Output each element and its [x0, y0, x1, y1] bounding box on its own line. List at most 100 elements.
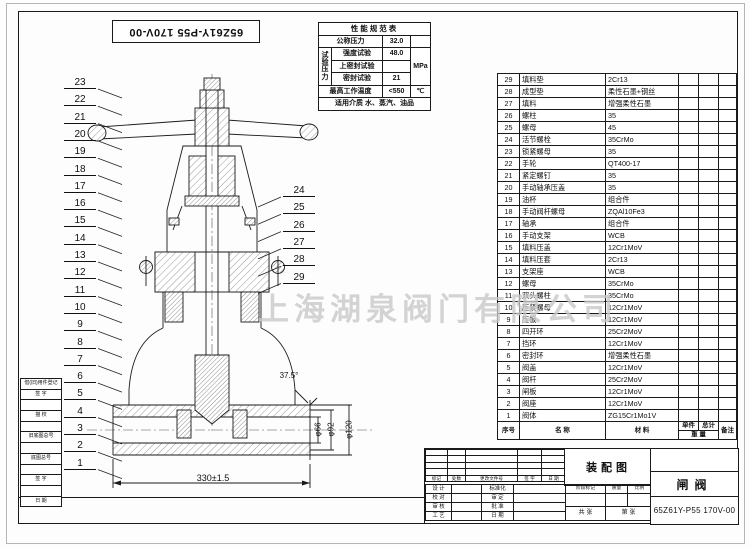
part-qty-total — [698, 385, 719, 398]
part-remark — [718, 337, 737, 350]
parts-header-total: 总计 — [698, 421, 719, 431]
part-name: 手轮 — [519, 157, 606, 170]
part-qty-total — [698, 145, 719, 158]
part-qty-total — [698, 253, 719, 266]
part-row: 4 阀杆 25Cr2MoV — [497, 373, 737, 386]
margin-registration-block: 借(旧)用件登记签 字描 校旧底图总号底图总号签 字日 期 — [20, 378, 62, 508]
part-qty-per — [678, 217, 699, 230]
part-remark — [718, 109, 737, 122]
part-qty-per — [678, 289, 699, 302]
parts-header-material: 材 料 — [605, 421, 679, 440]
part-balloon-24: 24 — [283, 186, 315, 197]
dim-dia-66: φ66 — [313, 422, 323, 437]
part-remark — [718, 265, 737, 278]
part-balloon-12: 12 — [64, 268, 96, 280]
part-remark — [718, 229, 737, 242]
part-no: 12 — [497, 277, 520, 290]
part-qty-per — [678, 193, 699, 206]
part-qty-total — [698, 169, 719, 182]
part-name: 手动阀杆螺母 — [519, 205, 606, 218]
sig-check: 校 对 — [425, 493, 452, 504]
spec-upper-seal-test-value — [382, 59, 411, 73]
part-row: 24 活节螺栓 35CrMo — [497, 133, 737, 146]
part-remark — [718, 97, 737, 110]
part-name: 轴承 — [519, 217, 606, 230]
part-material: 12Cr1MoV — [605, 397, 679, 410]
part-remark — [718, 181, 737, 194]
part-row: 14 填料压套 2Cr13 — [497, 253, 737, 266]
part-balloon-17: 17 — [64, 181, 96, 193]
part-row: 9 压板 12Cr1MoV — [497, 313, 737, 326]
part-material: 增强柔性石墨 — [605, 349, 679, 362]
part-no: 1 — [497, 409, 520, 422]
part-qty-total — [698, 193, 719, 206]
part-no: 14 — [497, 253, 520, 266]
part-remark — [718, 193, 737, 206]
part-balloon-3: 3 — [64, 424, 96, 435]
part-name: 填料压套 — [519, 253, 606, 266]
rev-header-sign: 签 字 — [517, 474, 542, 483]
part-remark — [718, 133, 737, 146]
dim-dia-92: φ92 — [326, 422, 336, 437]
part-qty-total — [698, 349, 719, 362]
part-no: 23 — [497, 145, 520, 158]
part-balloon-8: 8 — [64, 337, 96, 349]
part-qty-total — [698, 133, 719, 146]
part-qty-total — [698, 73, 719, 86]
part-no: 6 — [497, 349, 520, 362]
part-no: 9 — [497, 313, 520, 326]
part-qty-per — [678, 121, 699, 134]
part-qty-total — [698, 289, 719, 302]
product-name: 闸阀 — [650, 471, 739, 498]
title-block: 标记 处数 更改文件号 签 字 日 期 设 计标准化 校 对审 定 审 核批 准… — [424, 448, 739, 525]
part-material: 35 — [605, 181, 679, 194]
part-qty-total — [698, 277, 719, 290]
part-material: 35 — [605, 145, 679, 158]
part-row: 23 锁紧螺母 35 — [497, 145, 737, 158]
part-row: 3 闸板 12Cr1MoV — [497, 385, 737, 398]
part-balloon-9: 9 — [64, 320, 96, 332]
part-remark — [718, 385, 737, 398]
part-remark — [718, 289, 737, 302]
part-qty-per — [678, 337, 699, 350]
part-material: 柔性石墨+钢丝 — [605, 85, 679, 98]
part-row: 27 填料 增强柔性石墨 — [497, 97, 737, 110]
part-row: 25 螺母 45 — [497, 121, 737, 134]
part-name: 填料 — [519, 97, 606, 110]
stage-grid: 阶段标记 质量 比例 共 张 第 张 — [565, 484, 652, 521]
part-row: 17 轴承 组合件 — [497, 217, 737, 230]
part-qty-total — [698, 181, 719, 194]
part-name: 填料压盖 — [519, 241, 606, 254]
part-name: 手动轴承压盖 — [519, 181, 606, 194]
part-no: 22 — [497, 157, 520, 170]
part-name: 闸板 — [519, 385, 606, 398]
part-qty-per — [678, 109, 699, 122]
spec-temp-unit: ℃ — [410, 84, 431, 98]
part-material: 12Cr1MoV — [605, 301, 679, 314]
part-no: 18 — [497, 205, 520, 218]
spec-max-temp-value: <550 — [382, 84, 411, 98]
spec-test-pressure-label: 试验压力 — [318, 47, 332, 86]
part-balloon-16: 16 — [64, 199, 96, 211]
part-qty-total — [698, 85, 719, 98]
parts-header-per-unit: 单件 — [678, 421, 699, 431]
part-no: 25 — [497, 121, 520, 134]
part-row: 5 阀盖 12Cr1MoV — [497, 361, 737, 374]
margin-row: 描 校 — [20, 411, 62, 422]
view-label: 装配图 — [564, 448, 653, 486]
revision-grid: 标记 处数 更改文件号 签 字 日 期 — [425, 448, 566, 483]
sheet-total: 共 张 — [565, 506, 606, 521]
part-qty-total — [698, 301, 719, 314]
part-balloon-6: 6 — [64, 372, 96, 384]
part-qty-total — [698, 157, 719, 170]
part-row: 2 阀座 12Cr1MoV — [497, 397, 737, 410]
part-material: 组合件 — [605, 193, 679, 206]
margin-row: 签 字 — [20, 475, 62, 486]
part-material: 45 — [605, 121, 679, 134]
part-balloon-15: 15 — [64, 216, 96, 228]
margin-row: 旧底图总号 — [20, 432, 62, 444]
part-material: 12Cr1MoV — [605, 241, 679, 254]
part-material: 35 — [605, 169, 679, 182]
part-name: 双头螺柱 — [519, 289, 606, 302]
